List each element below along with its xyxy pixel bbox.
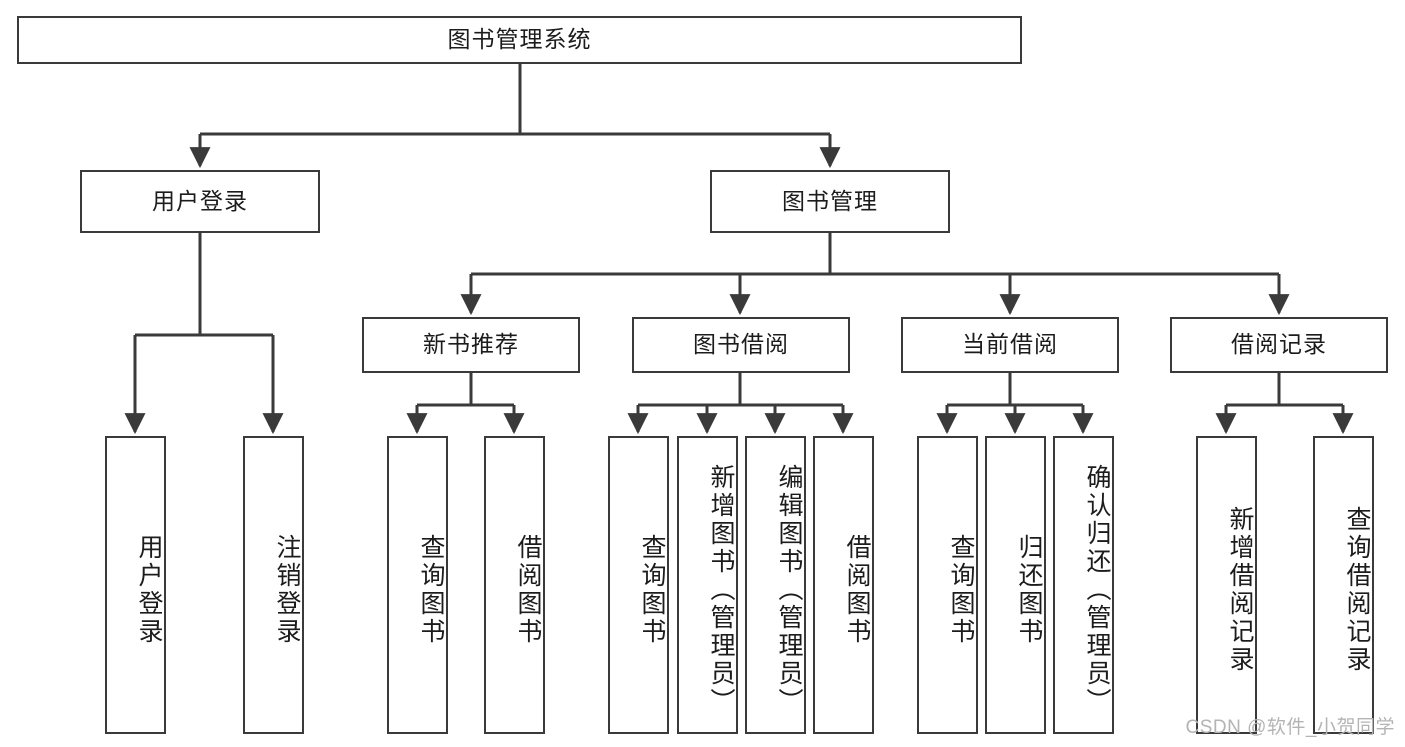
node-label: 查询图书 [638,534,666,646]
node-label: 图书管理 [782,187,878,214]
node-label: 新增借阅记录 [1226,506,1254,674]
node-label: 查询图书 [947,534,975,646]
node-label: 归还图书 [1015,534,1043,646]
node-leaf-query-book-2[interactable]: 查询图书 [608,436,669,734]
node-label: 用户登录 [135,534,163,646]
node-leaf-query-book-1[interactable]: 查询图书 [387,436,448,734]
node-book-manage[interactable]: 图书管理 [710,170,950,233]
node-label: 当前借阅 [962,331,1058,358]
node-leaf-confirm-return[interactable]: 确认归还（管理员） [1053,436,1114,734]
node-leaf-return-book[interactable]: 归还图书 [985,436,1046,734]
node-label: 图书管理系统 [447,26,592,53]
node-label: 新增图书（管理员） [707,464,735,716]
node-label: 新书推荐 [423,331,519,358]
node-leaf-query-book-3[interactable]: 查询图书 [917,436,978,734]
node-leaf-add-borrow-record[interactable]: 新增借阅记录 [1196,436,1257,734]
node-label: 借阅图书 [843,534,871,646]
node-leaf-query-borrow-record[interactable]: 查询借阅记录 [1313,436,1374,734]
node-label: 查询借阅记录 [1343,506,1371,674]
node-book-borrow[interactable]: 图书借阅 [632,317,850,373]
node-leaf-user-login[interactable]: 用户登录 [105,436,166,734]
node-root-book-management-system[interactable]: 图书管理系统 [17,16,1022,64]
node-label: 借阅图书 [514,534,542,646]
node-label: 确认归还（管理员） [1083,464,1111,716]
node-leaf-edit-book[interactable]: 编辑图书（管理员） [745,436,806,734]
node-label: 图书借阅 [693,331,789,358]
node-borrow-record[interactable]: 借阅记录 [1170,317,1388,373]
node-label: 编辑图书（管理员） [775,464,803,716]
node-leaf-add-book[interactable]: 新增图书（管理员） [677,436,738,734]
node-new-book-recommend[interactable]: 新书推荐 [362,317,580,373]
node-label: 借阅记录 [1231,331,1327,358]
node-leaf-logout-login[interactable]: 注销登录 [243,436,304,734]
node-current-borrow[interactable]: 当前借阅 [901,317,1119,373]
node-label: 用户登录 [152,187,248,214]
node-user-login[interactable]: 用户登录 [80,170,320,233]
node-label: 查询图书 [417,534,445,646]
node-label: 注销登录 [273,534,301,646]
node-leaf-borrow-book-2[interactable]: 借阅图书 [813,436,874,734]
node-leaf-borrow-book-1[interactable]: 借阅图书 [484,436,545,734]
csdn-watermark: CSDN @软件_小贺同学 [1185,717,1395,738]
